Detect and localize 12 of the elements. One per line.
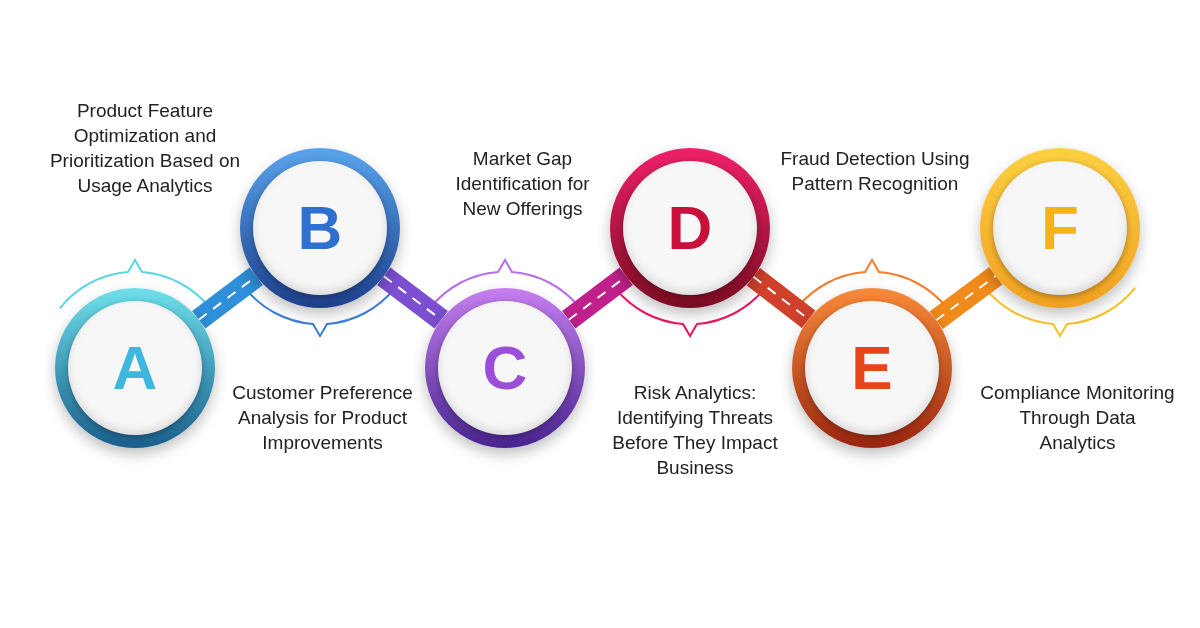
step-letter: D	[667, 197, 713, 259]
step-letter: E	[851, 337, 893, 399]
step-description: Compliance Monitoring Through Data Analytics	[980, 381, 1175, 455]
step-letter: A	[112, 337, 158, 399]
step-letter: B	[297, 197, 343, 259]
step-description: Risk Analytics: Identifying Threats Before They Impact Business	[611, 381, 779, 480]
step-letter: F	[1041, 197, 1079, 259]
step-description: Fraud Detection Using Pattern Recognition	[780, 147, 970, 196]
step-description: Product Feature Optimization and Prioritization Based on Usage Analytics	[48, 99, 242, 198]
step-description: Market Gap Identification for New Offerings	[454, 147, 591, 221]
step-description: Customer Preference Analysis for Product Improvements	[231, 381, 414, 455]
step-letter: C	[482, 337, 528, 399]
